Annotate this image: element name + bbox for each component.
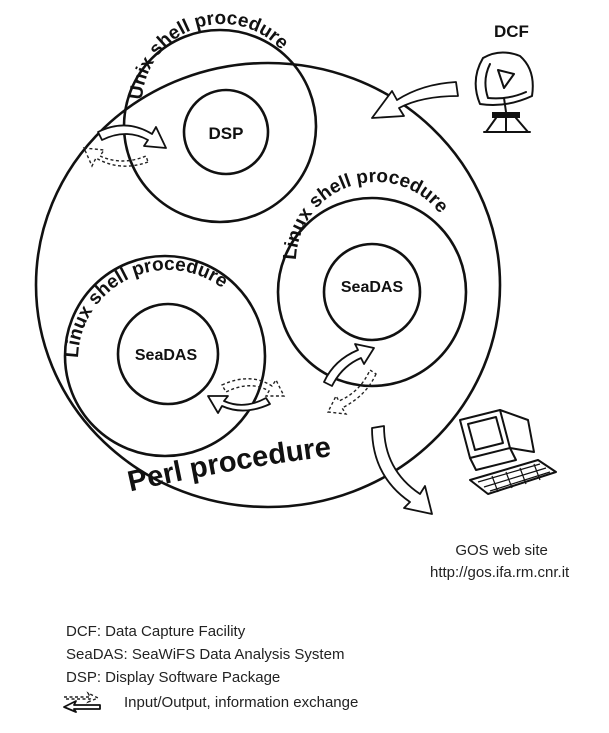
linux-shell-procedure-left-label: Linux shell procedure: [62, 254, 232, 359]
legend: DCF: Data Capture Facility SeaDAS: SeaWi…: [63, 620, 359, 714]
dcf-input-arrow: [371, 81, 459, 119]
seadas-right-input-arrow: [323, 343, 375, 387]
unix-shell-procedure-label: Unix shell procedure: [126, 8, 293, 101]
seadas-left-output-arrow: [221, 378, 286, 397]
dsp-label: DSP: [209, 124, 244, 143]
linux-shell-procedure-right-group: Linux shell procedure SeaDAS: [276, 166, 468, 388]
seadas-right-label: SeaDAS: [341, 279, 404, 296]
dsp-input-arrow: [97, 124, 167, 149]
legend-seadas: SeaDAS: SeaWiFS Data Analysis System: [66, 646, 345, 663]
satellite-dish-icon: DCF: [474, 22, 534, 133]
seadas-left-input-arrow: [207, 395, 271, 414]
legend-io-row: Input/Output, information exchange: [63, 691, 359, 714]
legend-dcf: DCF: Data Capture Facility: [66, 623, 246, 640]
seadas-left-label: SeaDAS: [135, 347, 198, 364]
website-url: http://gos.ifa.rm.cnr.it: [430, 564, 570, 581]
seadas-right-output-arrow: [326, 368, 377, 415]
unix-shell-procedure-group: Unix shell procedure DSP: [122, 8, 318, 224]
website-info: GOS web site http://gos.ifa.rm.cnr.it: [430, 540, 569, 584]
dcf-label: DCF: [494, 22, 529, 41]
legend-io: Input/Output, information exchange: [124, 694, 359, 711]
io-exchange-icon: [63, 691, 101, 713]
perl-procedure-circle: [34, 61, 502, 509]
website-output-arrow: [371, 425, 433, 515]
legend-dsp: DSP: Display Software Package: [66, 669, 281, 686]
website-title: GOS web site: [455, 542, 548, 559]
computer-icon: [459, 409, 557, 495]
dsp-output-arrow: [82, 147, 149, 168]
linux-shell-procedure-right-label: Linux shell procedure: [280, 166, 452, 261]
linux-shell-procedure-left-group: Linux shell procedure SeaDAS: [62, 254, 267, 458]
perl-procedure-label: Perl procedure: [125, 431, 333, 498]
